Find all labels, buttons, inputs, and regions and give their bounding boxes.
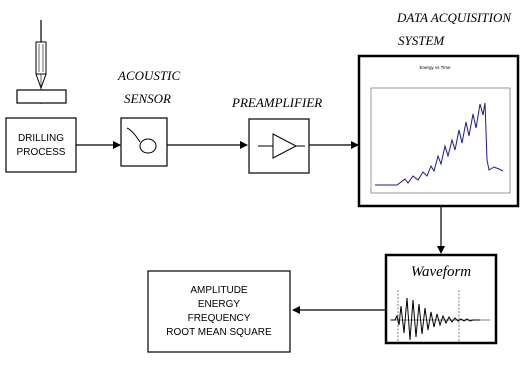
output-amplitude: AMPLITUDE [190, 285, 248, 296]
acoustic-sensor-label-2: SENSOR [124, 91, 171, 106]
energy-plot-line [375, 102, 504, 186]
daq-label-1: DATA ACQUISITION [396, 10, 512, 25]
output-frequency: FREQUENCY [188, 313, 251, 324]
drill-bit-icon [35, 20, 47, 104]
sensor-icon [126, 127, 157, 154]
acoustic-sensor-label-1: ACOUSTIC [117, 68, 180, 83]
output-parameters-box [147, 270, 291, 353]
output-rms: ROOT MEAN SQUARE [166, 327, 272, 338]
preamplifier-label: PREAMPLIFIER [231, 95, 322, 110]
workpiece-icon [16, 89, 67, 104]
drilling-process-box [5, 117, 77, 173]
daq-plot-title: Energy vs Time [419, 65, 451, 70]
daq-plot-frame [370, 87, 511, 194]
daq-label-2: SYSTEM [398, 33, 445, 48]
waveform-label: Waveform [411, 264, 471, 280]
drilling-process-label-2: PROCESS [17, 147, 66, 158]
drilling-process-label-1: DRILLING [18, 133, 64, 144]
output-energy: ENERGY [198, 299, 241, 310]
acoustic-sensor-box [120, 117, 168, 167]
amplifier-icon [258, 133, 305, 159]
waveform-plot [390, 290, 490, 343]
